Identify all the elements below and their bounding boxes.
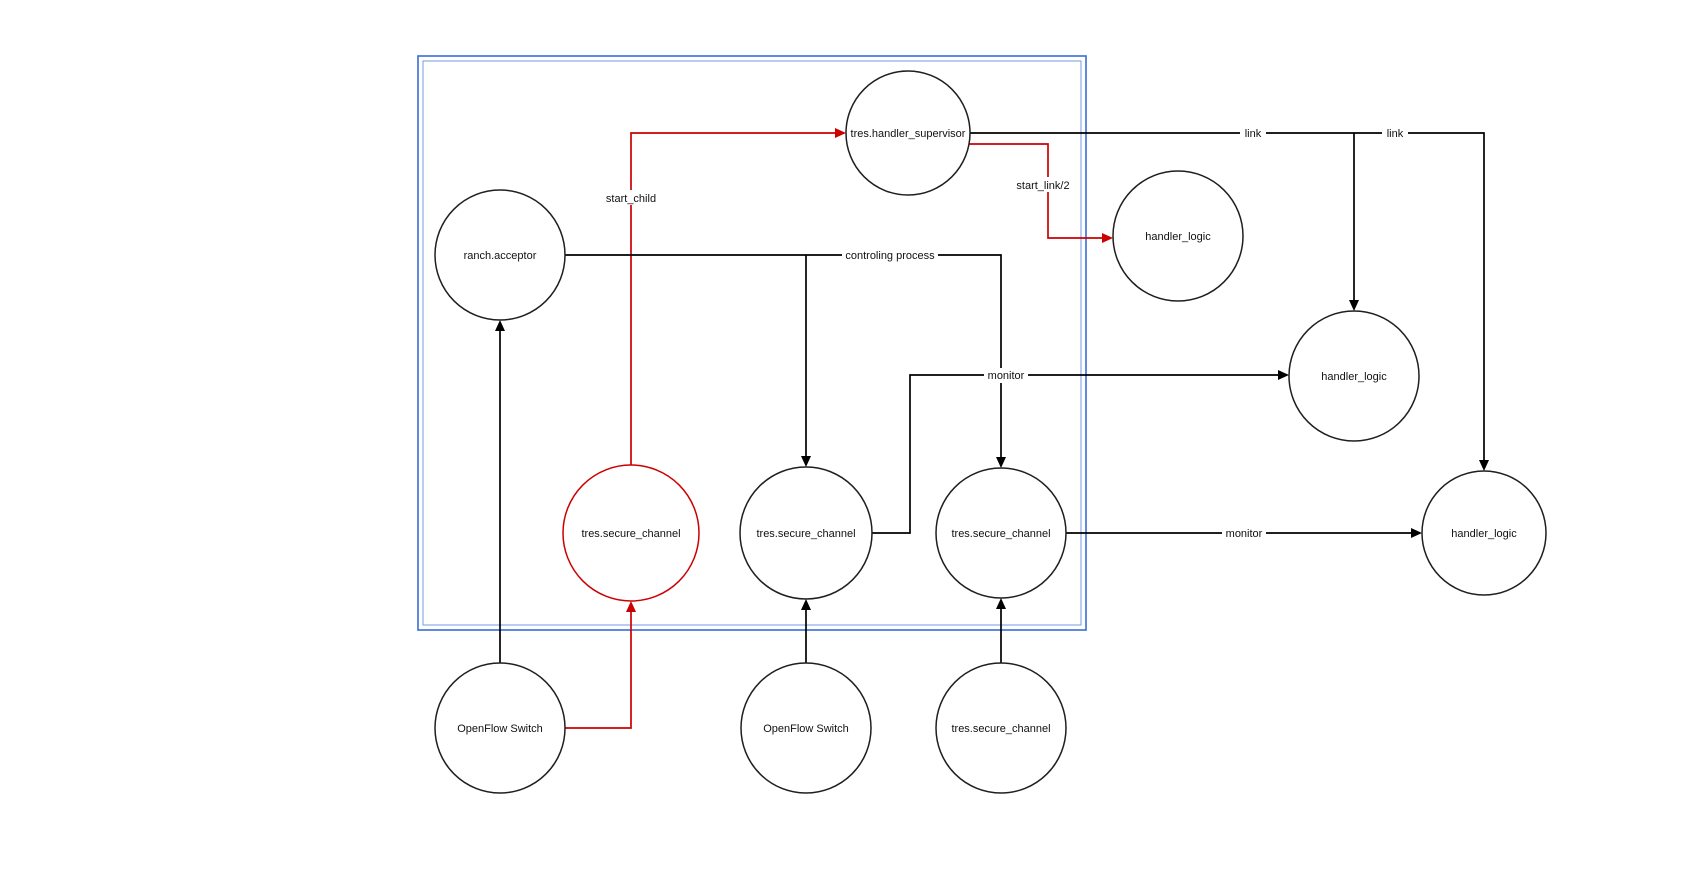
node-ranch-acceptor: ranch.acceptor <box>434 189 566 321</box>
node-circle <box>845 70 971 196</box>
node-tres-secure-channel-highlighted: tres.secure_channel <box>562 464 700 602</box>
node-circle <box>739 466 873 600</box>
svg-text:link: link <box>1387 128 1404 140</box>
nodes: tres.handler_supervisor ranch.acceptor h… <box>434 70 1547 794</box>
edge-label-link-b: link <box>1382 126 1408 141</box>
node-tres-secure-channel-mid: tres.secure_channel <box>739 466 873 600</box>
node-label: handler_logic <box>1451 528 1517 540</box>
node-label: tres.secure_channel <box>951 528 1050 540</box>
svg-text:monitor: monitor <box>988 370 1025 382</box>
node-tres-secure-channel-right: tres.secure_channel <box>935 467 1067 599</box>
node-circle <box>935 467 1067 599</box>
edge-label-controlling-process: controling process <box>842 248 938 263</box>
node-tres-handler-supervisor: tres.handler_supervisor <box>845 70 971 196</box>
edge-link-right <box>970 132 1485 461</box>
node-openflow-switch-left: OpenFlow Switch <box>434 662 566 794</box>
node-handler-logic-top: handler_logic <box>1112 170 1244 302</box>
node-circle <box>1112 170 1244 302</box>
arrowhead-openflow-left-acceptor <box>495 320 505 331</box>
node-circle <box>1421 470 1547 596</box>
node-label: tres.handler_supervisor <box>851 128 966 140</box>
arrowhead-monitor-right <box>1411 528 1422 538</box>
boundary-inner-rect <box>422 60 1082 626</box>
node-handler-logic-right: handler_logic <box>1421 470 1547 596</box>
arrowhead-controlling-process-mid <box>801 456 811 467</box>
node-handler-logic-mid: handler_logic <box>1288 310 1420 442</box>
node-label: tres.secure_channel <box>581 528 680 540</box>
edge-label-monitor-a: monitor <box>984 368 1028 383</box>
node-circle <box>434 662 566 794</box>
node-label: OpenFlow Switch <box>457 723 543 735</box>
arrowhead-bottom-secure-channel <box>996 598 1006 609</box>
arrowhead-openflow-left-secure-channel <box>626 601 636 612</box>
edge-label-start-link: start_link/2 <box>1009 177 1077 192</box>
arrowhead-link-mid <box>1349 300 1359 311</box>
node-circle <box>434 189 566 321</box>
edge-labels: start_child start_link/2 link link contr… <box>600 126 1408 541</box>
node-openflow-switch-mid: OpenFlow Switch <box>740 662 872 794</box>
arrowhead-link-right <box>1479 460 1489 471</box>
boundary-outer-rect <box>417 55 1087 631</box>
supervision-boundary-box <box>417 55 1087 631</box>
arrowhead-openflow-mid-secure-channel <box>801 599 811 610</box>
arrowhead-controlling-process-right <box>996 457 1006 468</box>
svg-text:monitor: monitor <box>1226 528 1263 540</box>
node-circle <box>1288 310 1420 442</box>
node-circle <box>562 464 700 602</box>
edge-openflow-left-secure-channel <box>565 612 632 729</box>
arrowhead-start-child <box>835 128 846 138</box>
node-label: handler_logic <box>1321 371 1387 383</box>
edge-label-start-child: start_child <box>600 190 662 205</box>
node-circle <box>740 662 872 794</box>
node-label: OpenFlow Switch <box>763 723 849 735</box>
edge-start-child <box>630 132 836 465</box>
svg-text:start_link/2: start_link/2 <box>1016 180 1069 192</box>
edge-label-monitor-b: monitor <box>1222 526 1266 541</box>
node-label: ranch.acceptor <box>464 250 537 262</box>
arrowhead-monitor-mid <box>1278 370 1289 380</box>
node-label: handler_logic <box>1145 231 1211 243</box>
edge-monitor-mid <box>872 374 1279 534</box>
svg-text:controling process: controling process <box>845 250 935 262</box>
node-label: tres.secure_channel <box>951 723 1050 735</box>
edge-label-link-a: link <box>1240 126 1266 141</box>
edge-controlling-process-right <box>565 254 1002 458</box>
node-tres-secure-channel-bottom: tres.secure_channel <box>935 662 1067 794</box>
node-circle <box>935 662 1067 794</box>
svg-text:start_child: start_child <box>606 193 656 205</box>
arrowhead-start-link <box>1102 233 1113 243</box>
node-label: tres.secure_channel <box>756 528 855 540</box>
svg-text:link: link <box>1245 128 1262 140</box>
